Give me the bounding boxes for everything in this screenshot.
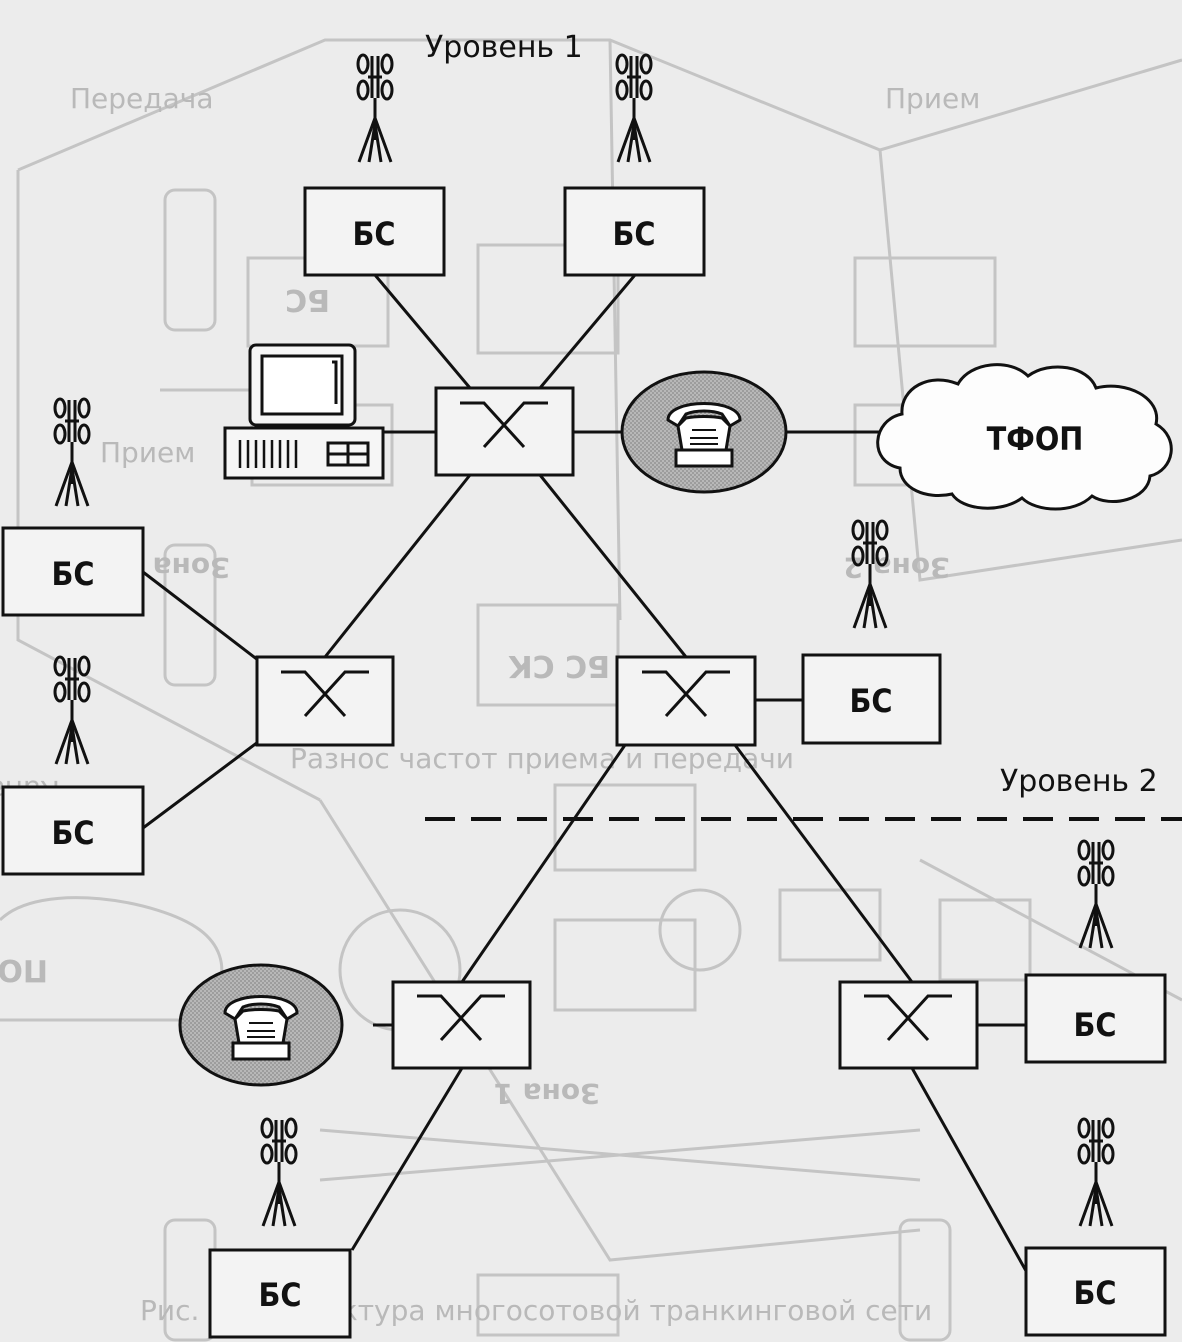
base-station: БС: [563, 186, 706, 277]
base-station: БС: [1024, 1246, 1167, 1337]
svg-text:Прием: Прием: [885, 82, 980, 115]
level-2-label: Уровень 2: [1000, 764, 1158, 799]
svg-text:БС: БС: [352, 215, 395, 253]
phone-icon: [620, 370, 788, 494]
svg-text:БС: БС: [1073, 1274, 1116, 1312]
switch-left: [255, 655, 395, 747]
base-station: БС: [1024, 973, 1167, 1064]
switch-right: [615, 655, 757, 747]
switch-bottom-left: [391, 980, 532, 1070]
pstn-label: ТФОП: [987, 420, 1084, 458]
base-station: БС: [208, 1248, 352, 1339]
svg-text:Зона 1: Зона 1: [493, 1077, 600, 1110]
base-station: БС: [1, 785, 145, 876]
svg-text:БС: БС: [51, 555, 94, 593]
pstn-cloud: ТФОП: [876, 363, 1173, 511]
computer-icon: [223, 343, 385, 480]
svg-text:БС: БС: [849, 682, 892, 720]
svg-text:БС: БС: [1073, 1006, 1116, 1044]
switch-bottom-right: [838, 980, 979, 1070]
phone-icon: [178, 963, 344, 1087]
msc-switch-top: [434, 386, 575, 477]
svg-text:БС: БС: [51, 814, 94, 852]
svg-text:Зона 2: Зона 2: [843, 551, 950, 584]
svg-text:БС: БС: [258, 1276, 301, 1314]
svg-text:Прием: Прием: [100, 436, 195, 469]
base-station: БС: [1, 526, 145, 617]
svg-text:БС: БС: [612, 215, 655, 253]
links: [142, 274, 1032, 1279]
svg-text:Разнос частот приема и передач: Разнос частот приема и передачи: [290, 742, 794, 775]
svg-text:Передача: Передача: [70, 82, 214, 115]
base-station: БС: [801, 653, 942, 745]
svg-text:ПОФТ: ПОФТ: [0, 952, 48, 987]
svg-text:БС СК: БС СК: [508, 648, 610, 683]
base-station: БС: [303, 186, 446, 277]
level-1-label: Уровень 1: [425, 30, 583, 65]
svg-text:БС: БС: [285, 282, 330, 317]
